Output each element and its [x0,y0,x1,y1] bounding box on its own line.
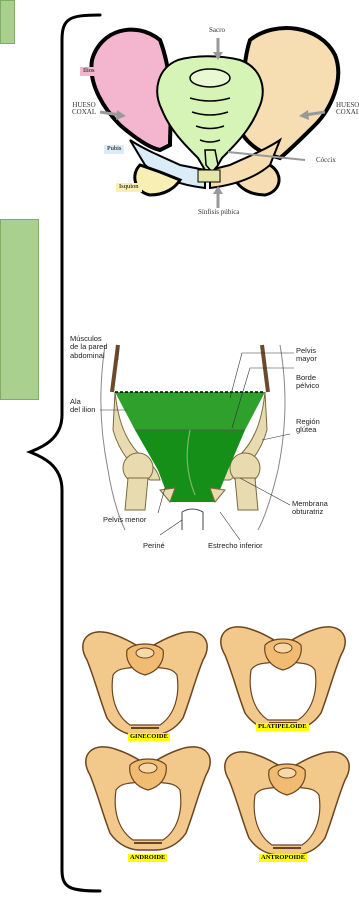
label-antropoide: ANTROPOIDE [259,854,307,862]
label-platipeloide: PLATIPELOIDE [256,723,309,731]
label-androide: ANDROIDE [128,854,167,862]
label-ginecoide: GINECOIDE [128,733,170,741]
